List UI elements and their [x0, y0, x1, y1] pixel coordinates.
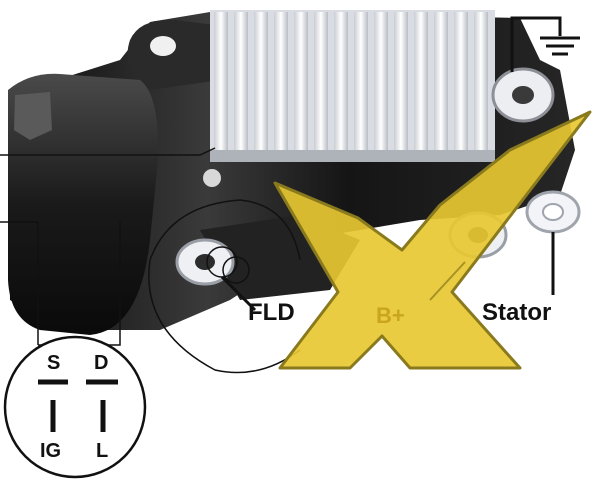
heat-sink-fin [234, 12, 248, 152]
heat-sink-fin [374, 12, 388, 152]
heat-sink-fin [294, 12, 308, 152]
heat-sink-fin [254, 12, 268, 152]
b-plus-label: B+ [376, 303, 405, 328]
heat-sink-fin [394, 12, 408, 152]
heat-sink-fin [214, 12, 228, 152]
stator-label: Stator [482, 299, 552, 326]
heat-sink-fin [474, 12, 488, 152]
heat-sink [210, 10, 495, 162]
heat-sink-fin [454, 12, 468, 152]
cross-mark-icon [273, 110, 592, 370]
fld-label: FLD [248, 299, 295, 326]
heat-sink-fin [334, 12, 348, 152]
heat-sink-fin [354, 12, 368, 152]
ground-symbol-icon [510, 16, 580, 72]
ground-terminal [491, 67, 555, 123]
heat-sink-fin [274, 12, 288, 152]
heat-sink-fin [314, 12, 328, 152]
pin-ig-label: IG [40, 440, 62, 462]
connector-plug-face [3, 335, 147, 479]
pin-s-label: S [47, 352, 61, 374]
heat-sink-fin [414, 12, 428, 152]
pin-l-label: L [96, 440, 109, 462]
fld-terminal-sketch [148, 199, 301, 374]
heat-sink-fin [434, 12, 448, 152]
pin-d-label: D [94, 352, 109, 374]
